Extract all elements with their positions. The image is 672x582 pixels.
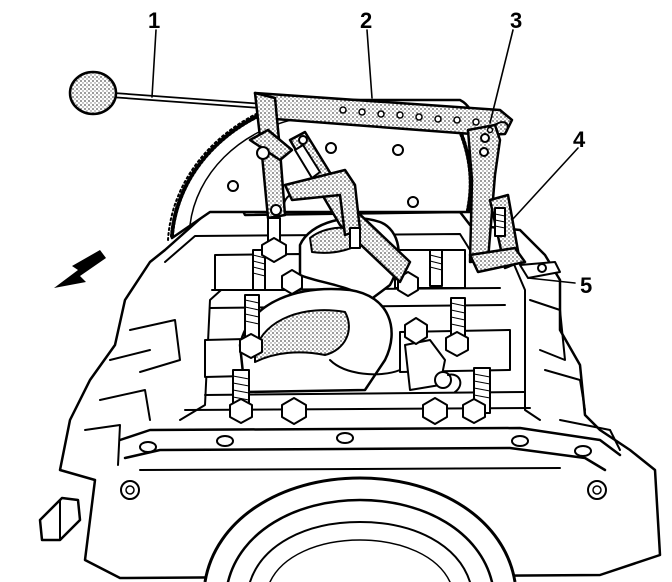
- crankshaft-pulley: [203, 476, 517, 582]
- hex-bolt: [239, 333, 263, 359]
- callout-3: 3: [510, 8, 522, 33]
- hex-bolt: [422, 397, 448, 425]
- stud-bolt: [252, 249, 266, 291]
- callout-1: 1: [148, 8, 160, 33]
- hex-bolt: [462, 398, 486, 424]
- callout-2: 2: [360, 8, 372, 33]
- callout-4: 4: [573, 127, 586, 152]
- stud-bolt: [244, 294, 260, 341]
- hex-bolt: [229, 398, 253, 424]
- tool-handle: [68, 70, 265, 116]
- tool-foot-plate: [468, 246, 561, 279]
- callout-5: 5: [580, 273, 592, 298]
- tool-center-arm: [283, 130, 412, 284]
- arrow-down-left-icon: [54, 250, 106, 288]
- hex-bolt: [281, 269, 303, 295]
- hex-bolt: [404, 317, 428, 345]
- tool-right-post: [466, 121, 509, 264]
- hex-bolt: [281, 397, 307, 425]
- leader-lines: [151, 29, 579, 284]
- main-cap-bolts: [229, 249, 491, 425]
- tool-left-leg: [248, 91, 294, 263]
- hex-bolt: [445, 331, 469, 357]
- callout-labels: 1 2 3 4 5: [148, 8, 592, 298]
- stud-bolt: [429, 249, 443, 287]
- crankshaft-bearing-tool: [68, 70, 561, 284]
